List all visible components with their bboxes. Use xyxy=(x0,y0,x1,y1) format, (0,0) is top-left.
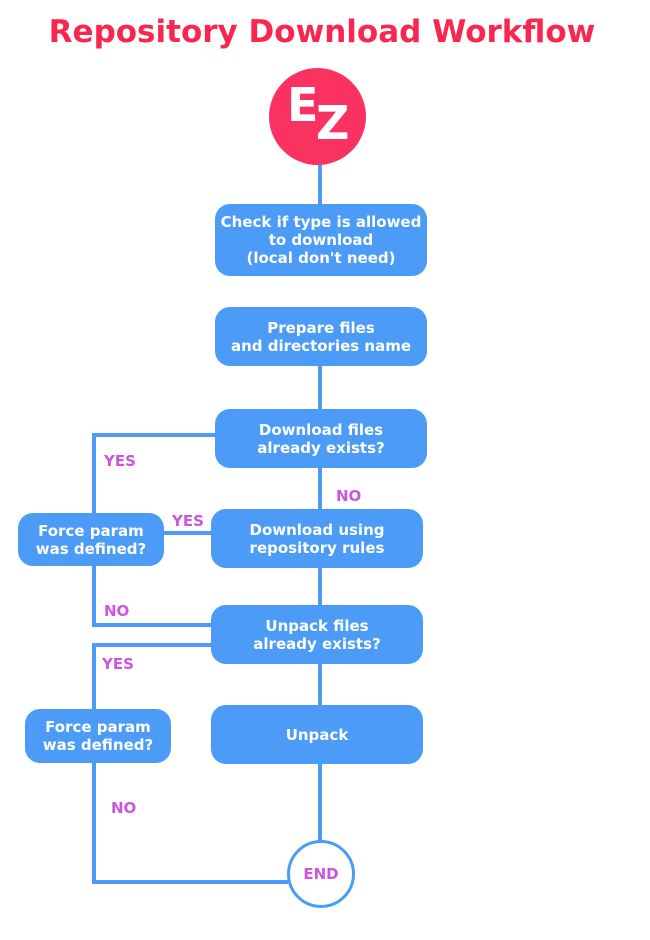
decision-force-param-download: Force param was defined? xyxy=(18,513,164,566)
label-yes-download-exists: YES xyxy=(104,452,136,470)
decision-unpack-files-exist: Unpack files already exists? xyxy=(211,605,423,664)
connector-force-no-to-unpack-exists xyxy=(92,565,212,627)
label-no-download-exists: NO xyxy=(336,487,362,505)
step-unpack: Unpack xyxy=(211,705,423,764)
logo-letter-e: E xyxy=(287,78,319,132)
logo-letter-z: Z xyxy=(316,96,350,150)
label-yes-force-download: YES xyxy=(172,512,204,530)
step-download-repository-rules: Download using repository rules xyxy=(211,509,423,568)
connector-download-exists-yes xyxy=(92,433,216,513)
connector-unpack-exists-yes xyxy=(92,643,212,709)
label-no-force-unpack: NO xyxy=(111,799,137,817)
label-no-force-download: NO xyxy=(104,602,130,620)
label-yes-unpack-exists: YES xyxy=(102,655,134,673)
decision-force-param-unpack: Force param was defined? xyxy=(25,709,171,763)
diagram-title: Repository Download Workflow xyxy=(48,14,596,50)
step-prepare-names: Prepare files and directories name xyxy=(215,307,427,366)
decision-download-files-exist: Download files already exists? xyxy=(215,409,427,468)
end-node: END xyxy=(287,840,355,908)
step-check-type-allowed: Check if type is allowed to download (lo… xyxy=(215,204,427,276)
connector-force-unpack-no-to-end xyxy=(92,762,288,884)
ez-logo: E Z xyxy=(269,68,366,165)
